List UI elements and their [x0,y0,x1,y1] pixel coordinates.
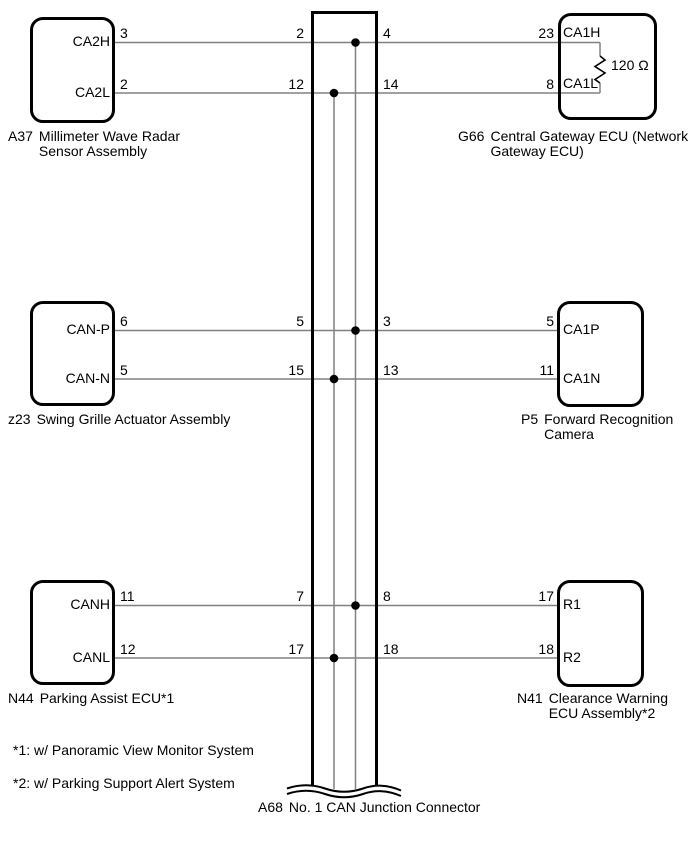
resistor-value-label: 120 Ω [611,57,649,73]
pin-number: 11 [539,362,554,378]
component-id: A68 [258,799,283,815]
component-name-line: Forward Recognition [544,411,674,427]
junction-pin-right: 8 [383,588,391,604]
pin-number: 18 [538,641,554,657]
break-wave-bottom [286,789,402,799]
component-name-line: ECU Assembly*2 [548,705,656,721]
component-name: Parking Assist ECU*1 [40,691,175,706]
footnote-1: *1: w/ Panoramic View Monitor System [13,742,254,758]
component-label-n41: N41 Clearance Warning ECU Assembly*2 [517,691,668,721]
footnote-2: *2: w/ Parking Support Alert System [13,775,235,791]
component-name: Central Gateway ECU (Network Gateway ECU… [490,129,688,159]
component-name-line: Millimeter Wave Radar [38,128,180,144]
pin-number: 5 [120,362,128,378]
pin-number: 6 [120,313,128,329]
component-name: Millimeter Wave Radar Sensor Assembly [39,129,180,159]
component-id: N41 [517,690,543,706]
pin-number: 23 [538,25,554,41]
junction-pin-left: 17 [288,641,304,657]
terminal-ca2l: CA2L [74,84,110,100]
terminal-can-n: CAN-N [65,370,110,386]
terminal-canh: CANH [70,596,110,612]
junction-pin-right: 14 [383,76,399,92]
component-name: Clearance Warning ECU Assembly*2 [549,691,668,721]
component-name-line: Swing Grille Actuator Assembly [36,411,231,427]
terminal-canl: CANL [72,649,110,665]
component-name-line: Gateway ECU) [490,143,584,159]
pin-number: 11 [120,588,135,604]
junction-dots [329,38,360,663]
component-label-g66: G66 Central Gateway ECU (Network Gateway… [458,129,688,159]
terminal-can-p: CAN-P [66,321,110,337]
pin-number: 5 [546,313,554,329]
junction-dot [351,601,360,610]
junction-dot [351,38,360,47]
terminal-ca1h: CA1H [563,24,601,40]
component-box-a37 [30,17,115,123]
junction-pin-left: 15 [288,362,304,378]
component-label-a37: A37 Millimeter Wave Radar Sensor Assembl… [8,129,180,159]
component-name-line: Central Gateway ECU (Network [490,128,688,144]
pin-number: 8 [546,76,554,92]
junction-pin-left: 2 [296,25,304,41]
junction-pin-right: 4 [383,25,391,41]
break-symbol-icon [286,784,402,799]
break-wave-top [286,784,402,793]
pin-number: 3 [120,25,128,41]
component-name: Forward Recognition Camera [544,412,673,442]
component-id: G66 [458,128,485,144]
resistor-icon [593,55,607,84]
component-id: A37 [8,128,33,144]
junction-pin-left: 7 [296,588,304,604]
component-label-p5: P5 Forward Recognition Camera [521,412,673,442]
component-name-line: Camera [544,426,594,442]
component-id: z23 [8,411,31,427]
component-id: N44 [8,690,34,706]
component-label-z23: z23 Swing Grille Actuator Assembly [8,412,230,427]
junction-connector-body [311,11,378,786]
pin-number: 17 [538,588,554,604]
junction-pin-right: 3 [383,313,391,329]
junction-pin-right: 18 [383,641,399,657]
component-id: P5 [521,411,539,427]
pin-number: 2 [120,76,128,92]
terminal-ca2h: CA2H [72,33,110,49]
pin-number: 12 [120,641,136,657]
junction-pin-right: 13 [383,362,399,378]
component-name: Swing Grille Actuator Assembly [37,412,231,427]
component-box-n44 [30,580,115,685]
component-name-line: Clearance Warning [548,690,669,706]
component-box-p5 [557,301,644,407]
junction-dot [351,326,360,335]
component-box-n41 [557,580,644,687]
component-name: No. 1 CAN Junction Connector [289,800,480,815]
terminal-ca1n: CA1N [563,370,601,386]
component-label-n44: N44 Parking Assist ECU*1 [8,691,174,706]
junction-dot [329,88,339,98]
component-name-line: No. 1 CAN Junction Connector [288,799,481,815]
terminal-ca1p: CA1P [563,321,600,337]
component-name-line: Sensor Assembly [38,143,148,159]
terminal-r1: R1 [563,596,581,612]
junction-label: A68 No. 1 CAN Junction Connector [258,800,480,815]
junction-pin-left: 5 [296,313,304,329]
terminal-r2: R2 [563,649,581,665]
junction-pin-left: 12 [288,76,304,92]
component-name-line: Parking Assist ECU*1 [39,690,175,706]
junction-dot [329,374,339,384]
terminal-ca1l: CA1L [563,75,599,91]
component-box-g66 [558,13,657,120]
junction-dot [329,653,339,663]
component-box-z23 [30,301,115,406]
